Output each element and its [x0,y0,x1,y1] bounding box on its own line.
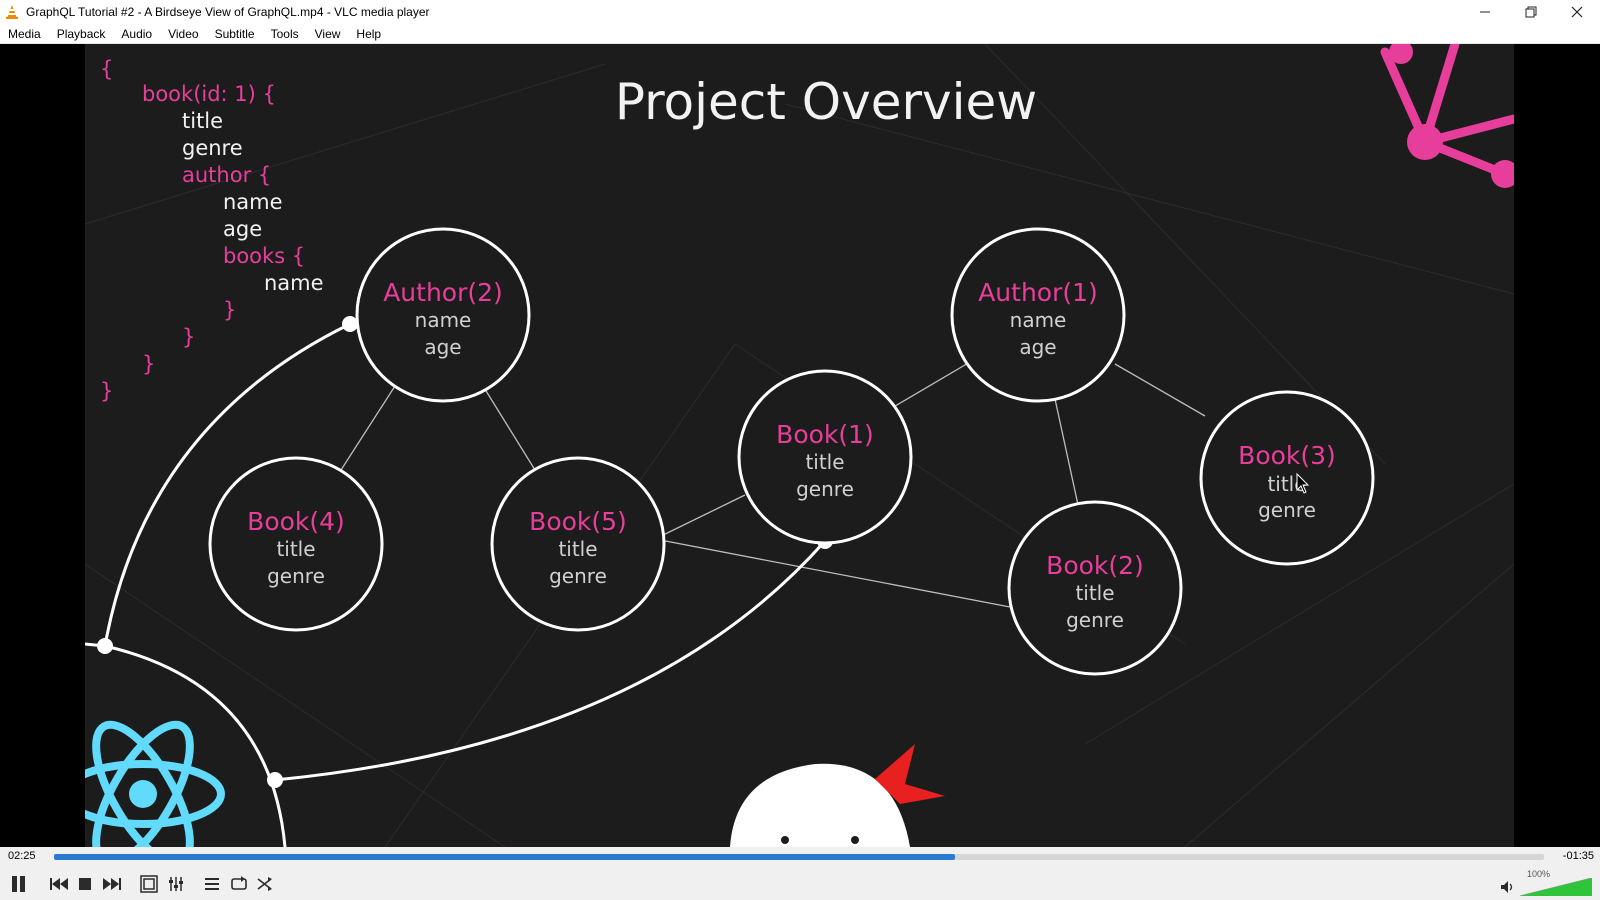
ninja-mascot-icon [730,744,945,847]
close-icon [1571,6,1583,18]
node-label: Book(3) [1238,441,1336,470]
volume-level [1520,878,1592,896]
query-line: } [182,325,195,349]
author-2-node [355,227,531,403]
video-slide: Author(2) name age Author(1) name age Bo… [85,44,1514,847]
node-field: genre [549,564,607,588]
window-title: GraphQL Tutorial #2 - A Birdseye View of… [26,5,430,19]
react-logo-icon [85,720,225,847]
node-field: genre [267,564,325,588]
node-field: title [1075,581,1114,605]
stop-icon [79,878,91,890]
query-line: name [264,271,324,295]
menu-bar: Media Playback Audio Video Subtitle Tool… [0,24,1600,44]
node-field: genre [1066,608,1124,632]
playlist-icon [205,878,219,890]
volume-slider[interactable] [1520,878,1592,896]
node-label: Book(4) [247,507,345,536]
close-button[interactable] [1554,0,1600,24]
mouse-cursor-icon [1296,472,1310,494]
minimize-icon [1480,11,1490,13]
shuffle-icon [257,877,272,891]
video-area[interactable]: Author(2) name age Author(1) name age Bo… [0,44,1600,847]
seek-progress [54,854,956,860]
seek-row: 02:25 -01:35 [0,847,1600,868]
control-bar: 100% [0,868,1600,900]
title-bar: GraphQL Tutorial #2 - A Birdseye View of… [0,0,1600,24]
book-1-node [737,369,913,545]
equalizer-icon [169,877,183,891]
vlc-cone-icon [6,5,18,19]
query-line: } [142,352,155,376]
node-field: genre [796,477,854,501]
time-remaining[interactable]: -01:35 [1562,850,1594,862]
skip-back-icon [50,878,68,890]
book-2-node [1007,500,1183,676]
menu-video[interactable]: Video [168,26,199,41]
query-line: author { [182,163,271,187]
node-field: genre [1258,498,1316,522]
skip-forward-icon [103,878,121,890]
node-field: age [1019,335,1056,359]
loop-icon [231,876,247,890]
fullscreen-button[interactable] [137,872,161,896]
node-field: name [415,308,472,332]
node-field: title [805,450,844,474]
time-elapsed[interactable]: 02:25 [8,850,36,862]
speaker-icon[interactable] [1500,880,1514,894]
minimize-button[interactable] [1462,0,1508,24]
menu-media[interactable]: Media [8,26,41,41]
node-label: Author(2) [383,278,503,307]
previous-button[interactable] [47,872,71,896]
menu-help[interactable]: Help [356,26,382,41]
query-line: genre [182,136,243,160]
menu-view[interactable]: View [314,26,341,41]
menu-tools[interactable]: Tools [270,26,299,41]
slide-title: Project Overview [615,73,1037,131]
node-field: title [276,537,315,561]
shuffle-button[interactable] [253,872,277,896]
book-5-node [490,456,666,632]
query-line: age [223,217,262,241]
video-frame[interactable]: Author(2) name age Author(1) name age Bo… [85,44,1514,847]
query-line: } [223,298,236,322]
author-1-node [950,227,1126,403]
playlist-button[interactable] [200,872,224,896]
volume-percent: 100% [1526,869,1550,879]
menu-playback[interactable]: Playback [56,26,106,41]
extended-settings-button[interactable] [164,872,188,896]
query-line: title [182,109,223,133]
node-label: Book(2) [1046,551,1144,580]
loop-button[interactable] [227,872,251,896]
node-label: Author(1) [978,278,1098,307]
fullscreen-icon [140,875,158,893]
query-line: { [100,57,113,81]
book-4-node [208,456,384,632]
node-field: title [558,537,597,561]
pause-icon [12,876,25,892]
restore-button[interactable] [1508,0,1554,24]
stop-button[interactable] [73,872,97,896]
pause-button[interactable] [6,872,30,896]
restore-icon [1525,6,1537,18]
book-3-node [1199,390,1375,566]
node-label: Book(5) [529,507,627,536]
menu-audio[interactable]: Audio [121,26,153,41]
menu-subtitle[interactable]: Subtitle [214,26,255,41]
node-field: name [1010,308,1067,332]
query-line: } [100,379,113,403]
query-line: book(id: 1) { [142,82,276,106]
query-line: books { [223,244,305,268]
seek-bar[interactable] [54,854,1544,860]
node-label: Book(1) [776,420,874,449]
next-button[interactable] [100,872,124,896]
query-line: name [223,190,283,214]
node-field: age [424,335,461,359]
